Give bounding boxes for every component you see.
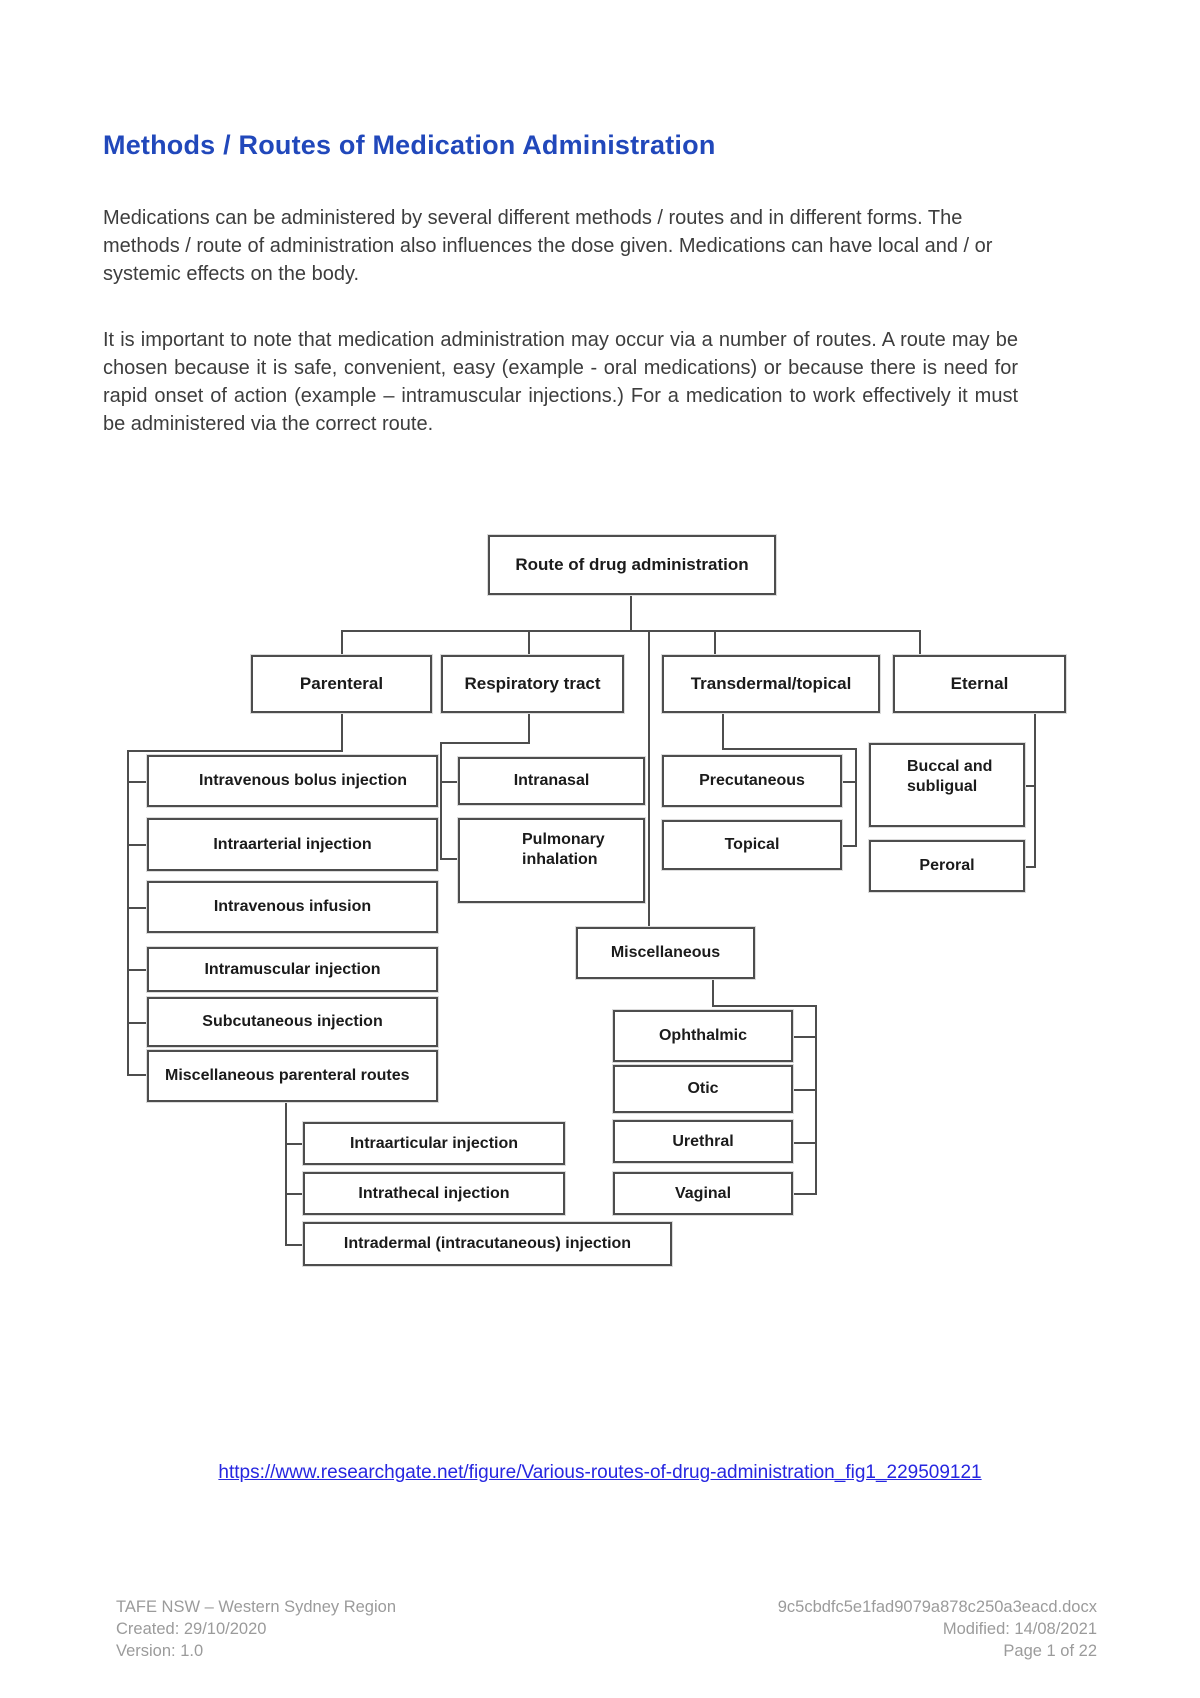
connector-line (127, 969, 147, 971)
connector-line (793, 1142, 815, 1144)
connector-line (648, 630, 650, 927)
footer-org: TAFE NSW – Western Sydney Region (116, 1598, 396, 1616)
diagram-node-pulmonary-inhalation: Pulmonary inhalation (458, 818, 645, 903)
footer-left: TAFE NSW – Western Sydney Region Created… (116, 1596, 396, 1662)
connector-line (1025, 866, 1034, 868)
figure-source-link[interactable]: https://www.researchgate.net/figure/Vari… (218, 1462, 982, 1483)
diagram-node-intravenous-infusion: Intravenous infusion (147, 881, 438, 933)
connector-line (285, 1244, 303, 1246)
connector-line (528, 630, 530, 655)
diagram-node-peroral: Peroral (869, 840, 1025, 892)
connector-line (127, 1074, 147, 1076)
connector-line (127, 750, 343, 752)
diagram-node-route: Route of drug administration (488, 535, 776, 595)
connector-line (793, 1036, 815, 1038)
connector-line (285, 1143, 303, 1145)
connector-line (714, 630, 716, 655)
figure-source: https://www.researchgate.net/figure/Vari… (0, 1462, 1200, 1484)
footer-version: Version: 1.0 (116, 1642, 204, 1660)
diagram-node-subcutaneous-injection: Subcutaneous injection (147, 997, 438, 1047)
connector-line (842, 845, 855, 847)
diagram-node-urethral: Urethral (613, 1120, 793, 1163)
connector-line (440, 858, 458, 860)
footer-filename: 9c5cbdfc5e1fad9079a878c250a3eacd.docx (777, 1598, 1097, 1616)
connector-line (919, 630, 921, 655)
footer-page-number: Page 1 of 22 (1003, 1642, 1097, 1660)
footer-modified: Modified: 14/08/2021 (942, 1620, 1097, 1638)
diagram-node-intradermal-injection: Intradermal (intracutaneous) injection (303, 1222, 672, 1266)
connector-line (341, 713, 343, 750)
diagram-node-intranasal: Intranasal (458, 757, 645, 805)
connector-line (127, 907, 147, 909)
connector-line (528, 713, 530, 742)
connector-line (127, 781, 147, 783)
diagram-node-otic: Otic (613, 1065, 793, 1113)
connector-line (842, 781, 855, 783)
connector-line (712, 979, 714, 1005)
footer-right: 9c5cbdfc5e1fad9079a878c250a3eacd.docx Mo… (778, 1596, 1097, 1662)
connector-line (712, 1005, 817, 1007)
diagram-node-parenteral: Parenteral (251, 655, 432, 713)
connector-line (793, 1089, 815, 1091)
footer-created: Created: 29/10/2020 (116, 1620, 267, 1638)
diagram-node-buccal-and-subligual: Buccal and subligual (869, 743, 1025, 827)
diagram-node-intraarticular-injection: Intraarticular injection (303, 1122, 565, 1165)
connector-line (285, 1193, 303, 1195)
diagram-node-precutaneous: Precutaneous (662, 755, 842, 807)
connector-line (440, 781, 458, 783)
diagram-node-respiratory-tract: Respiratory tract (441, 655, 624, 713)
connector-line (127, 844, 147, 846)
diagram-node-topical: Topical (662, 820, 842, 870)
connector-line (127, 750, 129, 1076)
diagram-node-transdermal-topical: Transdermal/topical (662, 655, 880, 713)
diagram-node-miscellaneous-parenteral-routes: Miscellaneous parenteral routes (147, 1050, 438, 1102)
paragraph-routes-note: It is important to note that medication … (103, 329, 1018, 435)
connector-line (440, 742, 530, 744)
connector-line (440, 742, 442, 860)
paragraph-intro: Medications can be administered by sever… (103, 207, 993, 285)
connector-line (630, 595, 632, 630)
connector-line (1034, 713, 1036, 868)
diagram-node-eternal: Eternal (893, 655, 1066, 713)
diagram-node-intrathecal-injection: Intrathecal injection (303, 1172, 565, 1215)
page-footer: TAFE NSW – Western Sydney Region Created… (116, 1596, 1097, 1662)
diagram-node-vaginal: Vaginal (613, 1172, 793, 1215)
connector-line (127, 1022, 147, 1024)
connector-line (793, 1193, 815, 1195)
connector-line (1025, 785, 1034, 787)
connector-line (341, 630, 921, 632)
diagram-node-intravenous-bolus-injection: Intravenous bolus injection (147, 755, 438, 807)
connector-line (855, 748, 857, 847)
diagram-node-miscellaneous: Miscellaneous (576, 927, 755, 979)
connector-line (815, 1005, 817, 1195)
diagram-node-intramuscular-injection: Intramuscular injection (147, 947, 438, 992)
connector-line (341, 630, 343, 655)
connector-line (722, 748, 857, 750)
connector-line (722, 713, 724, 748)
page-title: Methods / Routes of Medication Administr… (103, 130, 716, 160)
diagram-node-intraarterial-injection: Intraarterial injection (147, 818, 438, 871)
diagram-node-ophthalmic: Ophthalmic (613, 1010, 793, 1062)
connector-line (285, 1102, 287, 1244)
